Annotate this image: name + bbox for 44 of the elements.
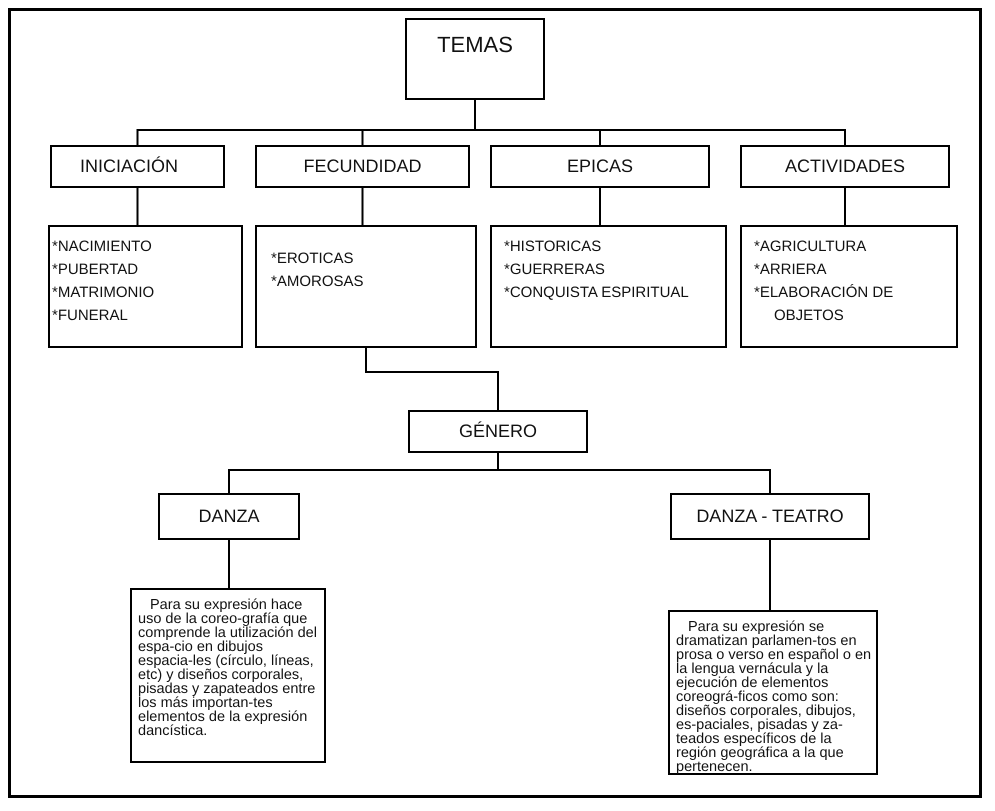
list-item: *ELABORACIÓN DE OBJETOS — [754, 283, 894, 326]
list-item: *NACIMIENTO — [52, 237, 153, 257]
box-heading: ACTIVIDADES — [784, 156, 906, 177]
category-box — [490, 145, 710, 188]
list-box — [255, 225, 477, 348]
connector-line — [844, 188, 846, 225]
category-box — [670, 493, 870, 540]
list-box — [490, 225, 727, 348]
list-box — [740, 225, 958, 348]
box-heading: EPICAS — [566, 156, 634, 177]
category-box — [50, 145, 225, 188]
list-item: *EROTICAS — [271, 249, 355, 269]
box-heading: FECUNDIDAD — [302, 156, 422, 177]
connector-line — [497, 453, 771, 493]
box-heading: TEMAS — [436, 32, 514, 58]
list-item: *AMOROSAS — [271, 272, 365, 292]
category-box — [740, 145, 950, 188]
list-box — [48, 225, 243, 348]
connector-line — [769, 540, 771, 610]
connector-line — [136, 188, 138, 225]
connector-line — [362, 188, 364, 225]
connector-line — [228, 540, 230, 588]
list-item: *CONQUISTA ESPIRITUAL — [504, 283, 690, 303]
list-item: *FUNERAL — [52, 306, 129, 326]
list-item: *GUERRERAS — [504, 260, 606, 280]
connector-line — [365, 348, 499, 410]
connector-line — [599, 188, 601, 225]
box-heading: INICIACIÓN — [80, 156, 180, 177]
box-heading: DANZA — [197, 506, 260, 527]
description-box — [130, 588, 326, 763]
box-heading: DANZA - TEATRO — [695, 506, 845, 527]
title-box — [405, 18, 545, 100]
box-heading: GÉNERO — [458, 421, 538, 442]
category-box — [408, 410, 588, 453]
category-box — [158, 493, 300, 540]
list-item: *HISTORICAS — [504, 237, 602, 257]
list-item: *AGRICULTURA — [754, 237, 868, 257]
category-box — [255, 145, 470, 188]
list-item: *MATRIMONIO — [52, 283, 156, 303]
connector-line — [474, 100, 846, 145]
list-item: *PUBERTAD — [52, 260, 140, 280]
description-text: Para su expresión se dramatizan parlamen-tos en prosa o verso en español o en la lengua vernácula y la ejecución de elementos coreográ-ficos como son: diseños corporales, dibujos, es-paciales, pisadas y za-teados específicos de la región geográfica a la que pertenecen. — [676, 620, 872, 774]
list-item: *ARRIERA — [754, 260, 828, 280]
description-text: Para su expresión hace uso de la coreo-grafía que comprende la utilización del espa-cio en dibujos espacia-les (círculo, líneas, etc) y diseños corporales, pisadas y zapateados entre los más importan-tes elementos de la expresión dancística. — [138, 598, 318, 738]
